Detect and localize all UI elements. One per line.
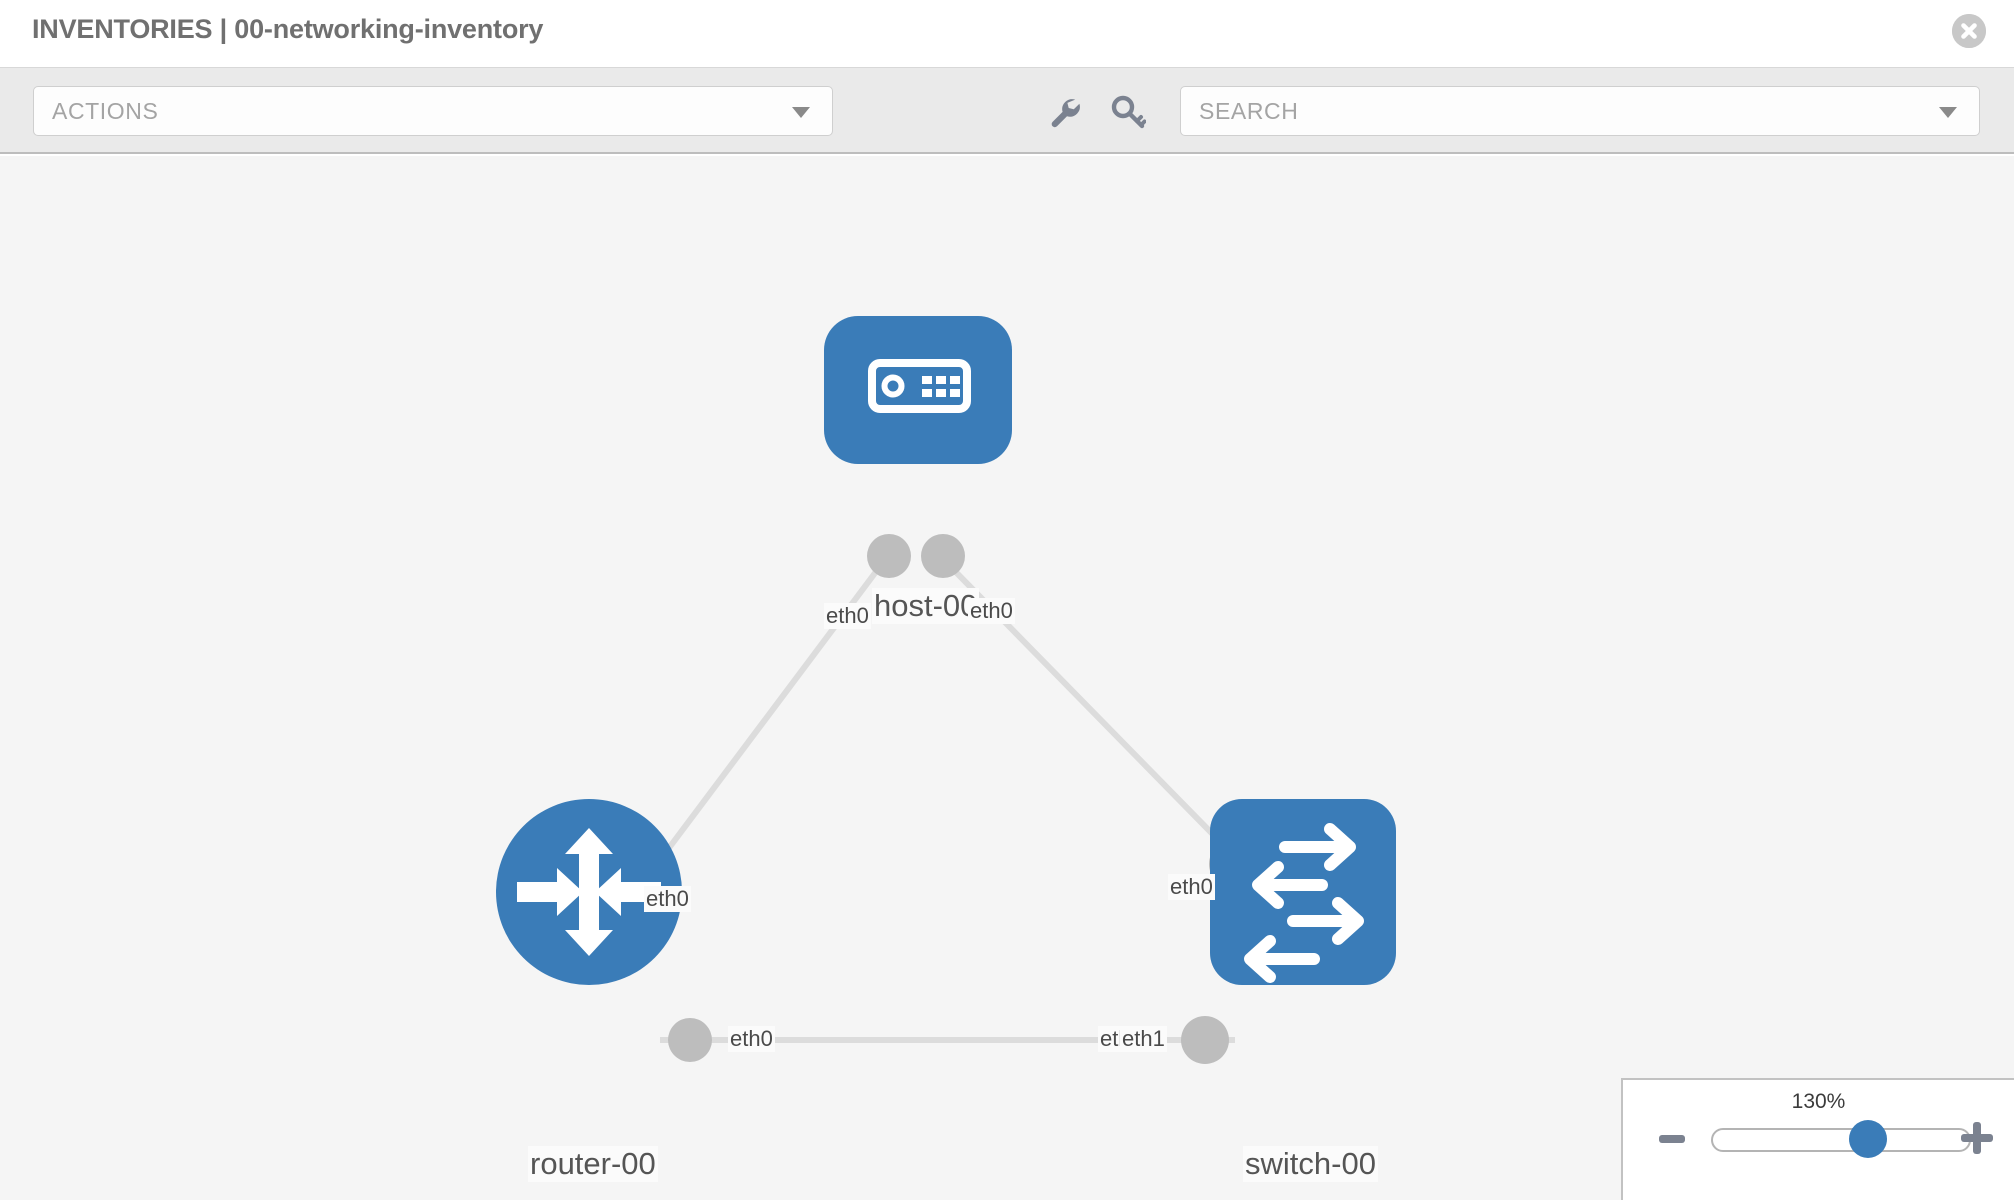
wrench-icon[interactable] — [1046, 94, 1082, 130]
iface-label-switch00-left-eth1: eth1 — [1120, 1026, 1167, 1052]
zoom-level-value: 130% — [1791, 1090, 1846, 1113]
zoom-slider-thumb[interactable] — [1849, 1120, 1887, 1158]
switch-arrows-icon — [1244, 823, 1364, 983]
zoom-slider-track[interactable] — [1711, 1128, 1971, 1152]
connector-host00-left — [867, 534, 911, 578]
connector-switch00-left — [1181, 1016, 1229, 1064]
chevron-down-icon — [792, 107, 810, 118]
zoom-control-panel: 130% — [1621, 1078, 2014, 1200]
node-router-00 — [496, 799, 682, 985]
node-label-switch-00: switch-00 — [1243, 1146, 1378, 1182]
iface-label-router00-right: eth0 — [728, 1026, 775, 1052]
node-label-router-00: router-00 — [528, 1146, 658, 1182]
topology-canvas[interactable]: host-00 router-00 switch-00 eth0 eth0 et… — [0, 156, 2014, 1200]
topology-edges — [645, 558, 1243, 1043]
node-host-00-shape — [824, 316, 1012, 464]
node-host-00 — [824, 316, 1012, 464]
iface-label-switch00-up: eth0 — [1168, 874, 1215, 900]
connector-host00-right — [921, 534, 965, 578]
minus-icon[interactable] — [1659, 1126, 1685, 1152]
close-icon[interactable] — [1952, 14, 1986, 48]
plus-icon[interactable] — [1961, 1122, 1993, 1154]
page-header: INVENTORIES | 00-networking-inventory — [0, 0, 2014, 68]
key-icon[interactable] — [1110, 94, 1147, 130]
node-switch-00 — [1210, 799, 1396, 985]
actions-dropdown[interactable]: ACTIONS — [33, 86, 833, 136]
toolbar: ACTIONS SEARCH — [0, 68, 2014, 154]
iface-label-router00-up: eth0 — [644, 886, 691, 912]
search-input[interactable]: SEARCH — [1180, 86, 1980, 136]
topology-graph — [496, 316, 1396, 1064]
iface-label-host00-right: eth0 — [968, 598, 1015, 624]
connector-router00-right — [668, 1018, 712, 1062]
iface-label-host00-left: eth0 — [824, 603, 871, 629]
actions-dropdown-label: ACTIONS — [52, 98, 159, 124]
node-label-host-00: host-00 — [872, 588, 980, 624]
server-icon — [868, 359, 971, 413]
router-arrows-icon — [517, 828, 661, 956]
chevron-down-icon[interactable] — [1939, 107, 1957, 118]
page-title: INVENTORIES | 00-networking-inventory — [32, 14, 544, 44]
search-placeholder: SEARCH — [1199, 98, 1299, 124]
